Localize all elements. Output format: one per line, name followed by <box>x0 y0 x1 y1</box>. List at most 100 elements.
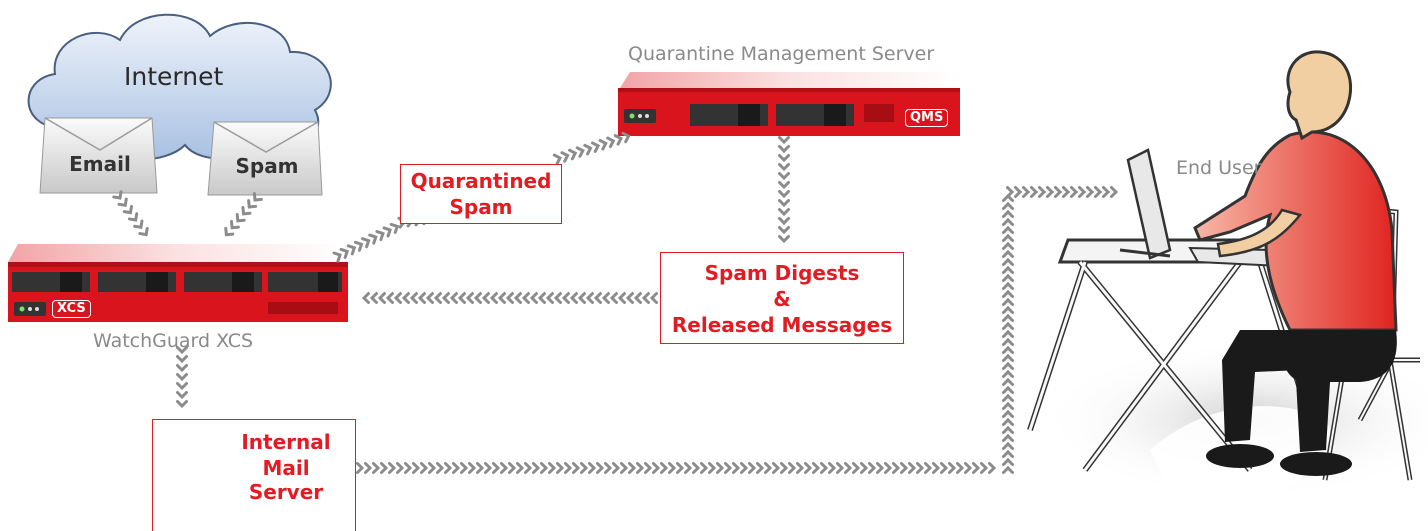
arrow-mail-to-user-horizontal <box>428 462 437 474</box>
arrow-xcs-to-mail <box>176 355 188 364</box>
arrow-digests-to-xcs <box>529 292 538 304</box>
arrow-digests-to-xcs <box>609 292 618 304</box>
arrow-to-end-user <box>1110 186 1119 198</box>
arrow-mail-to-user-horizontal <box>548 462 557 474</box>
arrow-digests-to-xcs <box>553 292 562 304</box>
arrow-quarantined-to-qms-upper <box>598 138 608 151</box>
arrow-mail-to-user-horizontal <box>460 462 469 474</box>
arrow-mail-to-user-horizontal <box>668 462 677 474</box>
arrow-mail-to-user-horizontal <box>844 462 853 474</box>
arrow-mail-to-user-horizontal <box>868 462 877 474</box>
arrow-mail-to-user-horizontal <box>404 462 413 474</box>
arrow-mail-to-user-horizontal <box>372 462 381 474</box>
arrow-qms-to-digests <box>778 235 790 244</box>
arrow-mail-to-user-horizontal <box>524 462 533 474</box>
arrow-digests-to-xcs <box>489 292 498 304</box>
arrow-mail-to-user-horizontal <box>660 462 669 474</box>
arrow-mail-to-user-horizontal <box>940 462 949 474</box>
arrow-quarantined-to-qms-upper <box>613 134 623 146</box>
arrow-mail-to-user-horizontal <box>724 462 733 474</box>
arrow-user-vertical <box>1002 273 1014 282</box>
arrow-mail-to-user-horizontal <box>932 462 941 474</box>
arrow-digests-to-xcs <box>385 292 394 304</box>
arrow-mail-to-user-horizontal <box>732 462 741 474</box>
arrow-digests-to-xcs <box>377 292 386 304</box>
arrow-mail-to-user-horizontal <box>980 462 989 474</box>
spam-envelope-box: Spam <box>212 120 322 194</box>
arrow-quarantined-to-qms-upper <box>606 136 616 149</box>
arrow-digests-to-xcs <box>545 292 554 304</box>
arrow-mail-to-user-horizontal <box>484 462 493 474</box>
email-envelope <box>39 117 158 194</box>
arrow-email-to-xcs <box>122 204 134 215</box>
arrow-spam-to-xcs <box>229 219 240 230</box>
arrow-digests-to-xcs <box>537 292 546 304</box>
arrow-to-end-user <box>1062 186 1071 198</box>
arrow-xcs-to-quarantined <box>361 237 371 249</box>
digests-label-line2: & <box>773 287 791 311</box>
arrow-xcs-to-quarantined <box>353 240 364 252</box>
arrow-digests-to-xcs <box>481 292 490 304</box>
arrow-digests-to-xcs <box>617 292 626 304</box>
arrow-mail-to-user-horizontal <box>836 462 845 474</box>
arrow-digests-to-xcs <box>625 292 634 304</box>
arrow-digests-to-xcs <box>473 292 482 304</box>
arrow-mail-to-user-horizontal <box>900 462 909 474</box>
arrow-qms-to-digests <box>778 208 790 217</box>
arrow-user-vertical <box>1002 401 1014 410</box>
arrow-mail-to-user-horizontal <box>364 462 373 474</box>
arrow-qms-to-digests <box>778 226 790 235</box>
arrow-digests-to-xcs <box>449 292 458 304</box>
arrow-mail-to-user-horizontal <box>492 462 501 474</box>
arrow-to-end-user <box>1022 186 1031 198</box>
arrow-xcs-to-quarantined <box>332 251 342 263</box>
arrow-xcs-to-mail <box>176 346 188 355</box>
arrow-mail-to-user-horizontal <box>756 462 765 474</box>
arrow-digests-to-xcs <box>569 292 578 304</box>
spam-label: Spam <box>235 154 299 178</box>
arrow-user-vertical <box>1002 281 1014 290</box>
arrow-to-end-user <box>1014 186 1023 198</box>
arrow-mail-to-user-horizontal <box>892 462 901 474</box>
arrow-xcs-to-mail <box>176 373 188 382</box>
arrow-mail-to-user-horizontal <box>540 462 549 474</box>
arrow-mail-to-user-horizontal <box>396 462 405 474</box>
arrow-user-vertical <box>1002 385 1014 394</box>
arrow-digests-to-xcs <box>465 292 474 304</box>
arrow-mail-to-user-horizontal <box>556 462 565 474</box>
arrow-user-vertical <box>1002 409 1014 418</box>
arrow-digests-to-xcs <box>441 292 450 304</box>
arrow-mail-to-user-horizontal <box>580 462 589 474</box>
arrow-digests-to-xcs <box>393 292 402 304</box>
arrow-mail-to-user-horizontal <box>956 462 965 474</box>
end-user-illustration <box>1027 50 1428 505</box>
qms-badge: QMS <box>905 109 949 127</box>
arrow-to-end-user <box>1038 186 1047 198</box>
arrow-mail-to-user-horizontal <box>716 462 725 474</box>
arrow-mail-to-user-horizontal <box>636 462 645 474</box>
arrow-to-end-user <box>1030 186 1039 198</box>
arrow-user-vertical <box>1002 297 1014 306</box>
arrow-mail-to-user-horizontal <box>884 462 893 474</box>
arrow-user-vertical <box>1002 393 1014 402</box>
arrow-mail-to-user-horizontal <box>964 462 973 474</box>
arrow-qms-to-digests <box>778 181 790 190</box>
arrow-user-vertical <box>1002 201 1014 210</box>
arrow-qms-to-digests <box>778 145 790 154</box>
arrow-user-vertical <box>1002 465 1014 474</box>
arrow-mail-to-user-horizontal <box>620 462 629 474</box>
arrow-mail-to-user-horizontal <box>412 462 421 474</box>
arrow-user-vertical <box>1002 257 1014 266</box>
internet-label: Internet <box>124 62 224 91</box>
arrow-to-end-user <box>1046 186 1055 198</box>
arrow-xcs-to-mail <box>176 364 188 373</box>
arrow-mail-to-user-horizontal <box>780 462 789 474</box>
arrow-user-vertical <box>1002 441 1014 450</box>
arrow-digests-to-xcs <box>577 292 586 304</box>
arrow-digests-to-xcs <box>417 292 426 304</box>
arrow-mail-to-user-horizontal <box>644 462 653 474</box>
arrow-xcs-to-quarantined <box>382 226 392 238</box>
arrow-mail-to-user-horizontal <box>476 462 485 474</box>
arrow-to-end-user <box>1006 186 1015 198</box>
